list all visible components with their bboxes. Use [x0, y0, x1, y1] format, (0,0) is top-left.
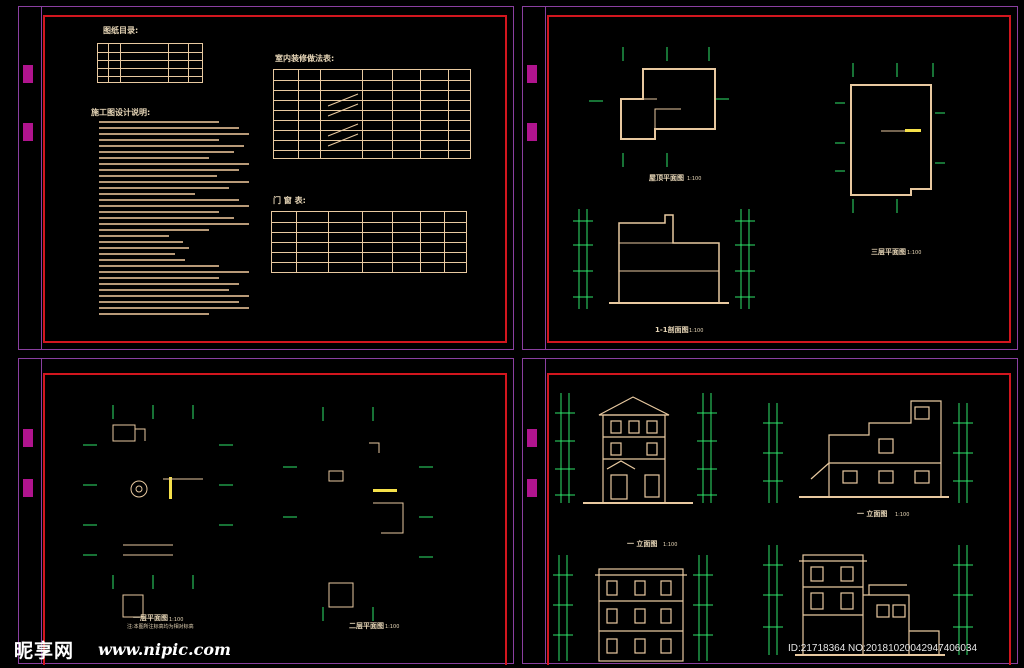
roof-plan-title: 屋顶平面图 [649, 174, 684, 182]
sheet-plans-section: 屋顶平面图 1:100 三层平面图 1:100 1-1剖面图 1:100 [522, 6, 1018, 350]
rear-elevation-drawing [553, 555, 713, 662]
sheet-elevations: 一 立面图 1:100 一 立面图 1:100 [522, 358, 1018, 665]
first-floor-plan-title: 一层平面图 [133, 614, 168, 622]
drawing-frame [43, 373, 507, 665]
nipic-image-id: ID:21718364 NO:20181020042947406034 [788, 643, 978, 654]
third-floor-plan-scale: 1:100 [907, 250, 922, 256]
left-elevation-drawing [763, 545, 973, 656]
second-floor-plan-drawing [283, 407, 433, 621]
drawing-frame [547, 373, 1011, 665]
first-floor-plan-subtitle: 注:本图所注标高均为相对标高 [127, 624, 194, 630]
door-window-table [271, 211, 467, 273]
finish-table [273, 69, 471, 159]
nipic-site-url: www.nipic.com [98, 640, 231, 659]
section-1-1-scale: 1:100 [689, 328, 704, 334]
elevation-b-scale: 1:100 [663, 542, 678, 548]
title-strip [19, 7, 42, 349]
first-floor-plan-drawing [83, 405, 233, 618]
elevation-a-title: 一 立面图 [857, 510, 888, 518]
drawing-frame [43, 15, 507, 343]
nipic-logo: 昵享网 [14, 640, 75, 662]
section-1-1-title: 1-1剖面图 [655, 326, 689, 334]
sheet-design-notes: 图纸目录: 施工图设计说明: [18, 6, 514, 350]
roof-plan-scale: 1:100 [687, 176, 702, 182]
sheet-floor-plans: 一层平面图 注:本图所注标高均为相对标高 1:100 二层平面图 1:100 [18, 358, 514, 665]
drawing-list-title: 图纸目录: [103, 26, 139, 35]
section-1-1-drawing [573, 209, 755, 309]
second-floor-plan-title: 二层平面图 [349, 622, 384, 630]
finish-table-title: 室内装修做法表: [275, 54, 335, 63]
title-strip [523, 7, 546, 349]
roof-plan-drawing [589, 47, 729, 167]
design-notes-title: 施工图设计说明: [91, 108, 151, 117]
title-strip [19, 359, 42, 663]
drawing-list-table [97, 43, 203, 83]
third-floor-plan-title: 三层平面图 [871, 248, 906, 256]
front-elevation-drawing [555, 393, 717, 504]
first-floor-plan-scale: 1:100 [169, 617, 184, 623]
title-strip [523, 359, 546, 663]
side-elevation-drawing [763, 400, 973, 503]
elevation-a-scale: 1:100 [895, 512, 910, 518]
third-floor-plan-drawing [835, 63, 945, 213]
door-window-table-title: 门 窗 表: [273, 196, 306, 205]
second-floor-plan-scale: 1:100 [385, 624, 400, 630]
drawing-frame [547, 15, 1011, 343]
elevation-b-title: 一 立面图 [627, 540, 658, 548]
